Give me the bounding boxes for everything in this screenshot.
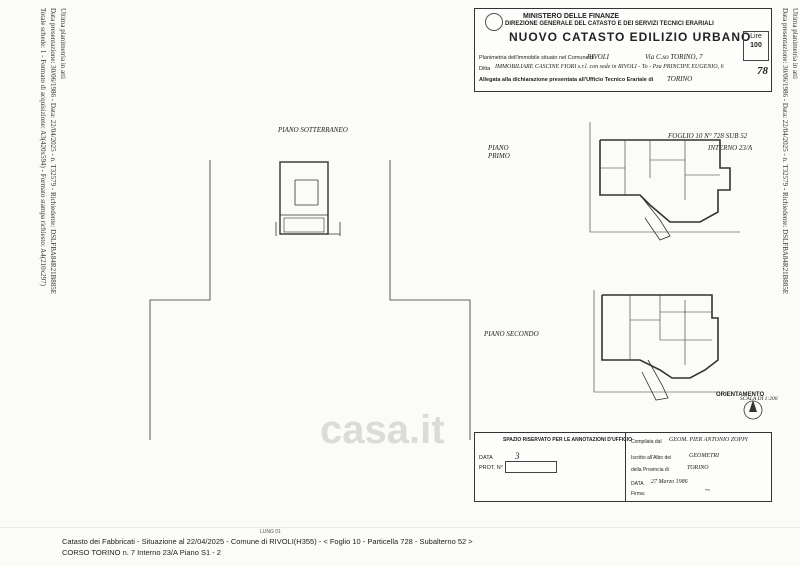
office-data-value: 3 — [515, 451, 520, 461]
provincia-label: della Provincia di — [631, 467, 669, 473]
allegata-label: Allegata alla dichiarazione presentata a… — [479, 77, 654, 83]
stamp-line2: 100 — [750, 42, 762, 49]
reserved-panel: SPAZIO RISERVATO PER LE ANNOTAZIONI D'UF… — [475, 433, 632, 501]
watermark: casa.it — [320, 408, 445, 452]
signature-icon: ~ — [705, 485, 710, 495]
orientamento-label: ORIENTAMENTO — [716, 392, 765, 398]
prot-field — [505, 461, 557, 473]
via-value: Via C.so TORINO, 7 — [645, 53, 703, 61]
compilata-value: GEOM. PIER ANTONIO ZOPPI — [669, 437, 748, 443]
page-tag: LUNG 01 — [260, 529, 281, 535]
iscritto-label: Iscritto all'Albo dei — [631, 455, 672, 461]
footer-line1: Catasto dei Fabbricati - Situazione al 2… — [62, 537, 473, 546]
foglio-reference: FOGLIO 10 N° 728 SUB 52 — [668, 132, 748, 140]
north-arrow-icon — [743, 400, 763, 420]
ditta-label: Ditta — [479, 66, 491, 72]
office-prot-label: PROT. N° — [479, 465, 503, 471]
footer-line2: CORSO TORINO n. 7 Interno 23/A Piano S1 … — [62, 548, 221, 557]
floor-first-label: PIANO PRIMO — [488, 144, 510, 160]
footer: LUNG 01 Catasto dei Fabbricati - Situazi… — [0, 528, 800, 566]
date-value: 27 Marzo 1986 — [651, 479, 688, 485]
floor-second-label: PIANO SECONDO — [484, 330, 539, 338]
emblem-icon — [485, 13, 503, 31]
date-label: DATA — [631, 481, 644, 487]
stamp-line1: Lire — [750, 33, 762, 40]
provincia-value: TORINO — [687, 465, 709, 471]
iscritto-value: GEOMETRI — [689, 453, 719, 459]
basement-plan — [149, 160, 471, 440]
floor-basement-label: PIANO SOTTERRANEO — [278, 126, 348, 134]
firma-label: Firma: — [631, 491, 646, 497]
ufficio-value: TORINO — [667, 75, 693, 83]
compilata-label: Compilata dal — [631, 439, 662, 445]
second-floor-plan — [593, 290, 720, 401]
document-title: NUOVO CATASTO EDILIZIO URBANO — [509, 30, 752, 44]
office-annotations-box: SPAZIO RISERVATO PER LE ANNOTAZIONI D'UF… — [474, 432, 772, 502]
ditta-value: IMMOBILIARE CASCINE FIORI s.r.l. con sed… — [495, 64, 724, 70]
office-data-label: DATA — [479, 455, 493, 461]
ministry-label: MINISTERO DELLE FINANZE — [523, 13, 620, 20]
stamp: Lire 100 — [743, 31, 769, 61]
interno-label: INTERNO 23/A — [708, 144, 753, 152]
sheet-number: 78 — [757, 65, 768, 77]
comune-value: RIVOLI — [587, 53, 609, 61]
reserved-label: SPAZIO RISERVATO PER LE ANNOTAZIONI D'UF… — [503, 437, 633, 443]
planimetria-label: Planimetria dell'immobile situato nel Co… — [479, 55, 595, 61]
first-floor-plan — [589, 122, 740, 241]
header-box: MINISTERO DELLE FINANZE DIREZIONE GENERA… — [474, 8, 772, 92]
direction-label: DIREZIONE GENERALE DEL CATASTO E DEI SER… — [505, 21, 714, 27]
scale-label: SCALA DI 1:200 — [740, 396, 778, 402]
